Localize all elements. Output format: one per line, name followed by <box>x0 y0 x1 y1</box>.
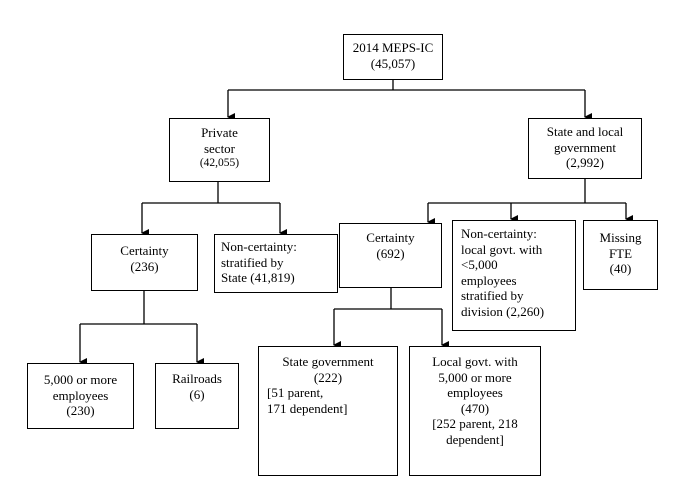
connector-state-local <box>428 179 626 204</box>
node-missing-fte-line2: FTE <box>608 245 633 261</box>
node-large-employers: 5,000 or more employees (230) <box>27 363 134 429</box>
node-state-gov-title: State government <box>282 354 374 369</box>
node-sl-certainty: Certainty (692) <box>339 223 442 288</box>
node-state-government: State government (222) [51 parent, 171 d… <box>258 346 398 476</box>
node-local-gov-detail2: dependent] <box>446 431 504 447</box>
node-private-certainty-title: Certainty <box>120 243 169 258</box>
node-state-local-line2: government <box>553 139 617 155</box>
node-local-gov-count: (470) <box>460 400 490 416</box>
node-large-employers-line2: employees <box>52 387 109 403</box>
node-railroads-title: Railroads <box>172 371 222 386</box>
node-state-gov-count: (222) <box>313 369 343 385</box>
node-sl-noncertainty-line1: Non-certainty: <box>461 226 537 241</box>
node-local-government: Local govt. with 5,000 or more employees… <box>409 346 541 476</box>
node-private-sector: Private sector (42,055) <box>169 118 270 182</box>
node-state-gov-detail1: [51 parent, <box>267 385 324 400</box>
node-railroads: Railroads (6) <box>155 363 239 429</box>
node-local-gov-detail1: [252 parent, 218 <box>432 416 518 431</box>
node-local-gov-line3: employees <box>447 385 503 400</box>
node-railroads-count: (6) <box>189 386 205 402</box>
node-root-title: 2014 MEPS-IC <box>352 40 434 55</box>
node-sl-noncertainty: Non-certainty: local govt. with <5,000 e… <box>452 220 576 331</box>
node-root: 2014 MEPS-IC (45,057) <box>343 34 443 80</box>
node-state-gov-detail2: 171 dependent] <box>267 400 348 416</box>
node-missing-fte-line1: Missing <box>599 230 642 245</box>
node-sl-certainty-count: (692) <box>376 245 405 261</box>
node-state-local-count: (2,992) <box>566 155 604 170</box>
node-sl-noncertainty-line6: division (2,260) <box>461 303 545 319</box>
connector-private-certainty <box>80 291 197 325</box>
node-private-line2: sector <box>203 140 236 156</box>
node-private-noncertainty-line1: Non-certainty: <box>221 239 297 254</box>
node-large-employers-count: (230) <box>66 403 95 418</box>
node-private-noncertainty: Non-certainty: stratified by State (41,8… <box>214 234 338 293</box>
connector-private <box>142 182 280 204</box>
node-state-local-government: State and local government (2,992) <box>528 118 642 179</box>
node-missing-fte: Missing FTE (40) <box>583 220 658 290</box>
node-local-gov-line1: Local govt. with <box>432 354 518 369</box>
node-sl-noncertainty-line4: employees <box>461 272 517 288</box>
node-private-certainty-count: (236) <box>130 258 159 274</box>
node-private-noncertainty-line3: State (41,819) <box>221 270 295 285</box>
node-sl-certainty-title: Certainty <box>366 230 415 245</box>
node-sl-noncertainty-line3: <5,000 <box>461 257 498 272</box>
node-sl-noncertainty-line2: local govt. with <box>461 241 543 257</box>
node-private-count: (42,055) <box>199 157 240 169</box>
node-large-employers-line1: 5,000 or more <box>43 372 118 387</box>
connector-root <box>228 80 585 91</box>
node-sl-noncertainty-line5: stratified by <box>461 288 524 303</box>
node-private-certainty: Certainty (236) <box>91 234 198 291</box>
node-local-gov-line2: 5,000 or more <box>438 369 512 385</box>
node-private-noncertainty-line2: stratified by <box>221 254 284 270</box>
node-state-local-line1: State and local <box>546 124 624 139</box>
node-private-line1: Private <box>201 125 238 140</box>
node-missing-fte-count: (40) <box>609 261 632 276</box>
connector-sl-certainty <box>334 288 442 310</box>
node-root-count: (45,057) <box>370 55 416 71</box>
